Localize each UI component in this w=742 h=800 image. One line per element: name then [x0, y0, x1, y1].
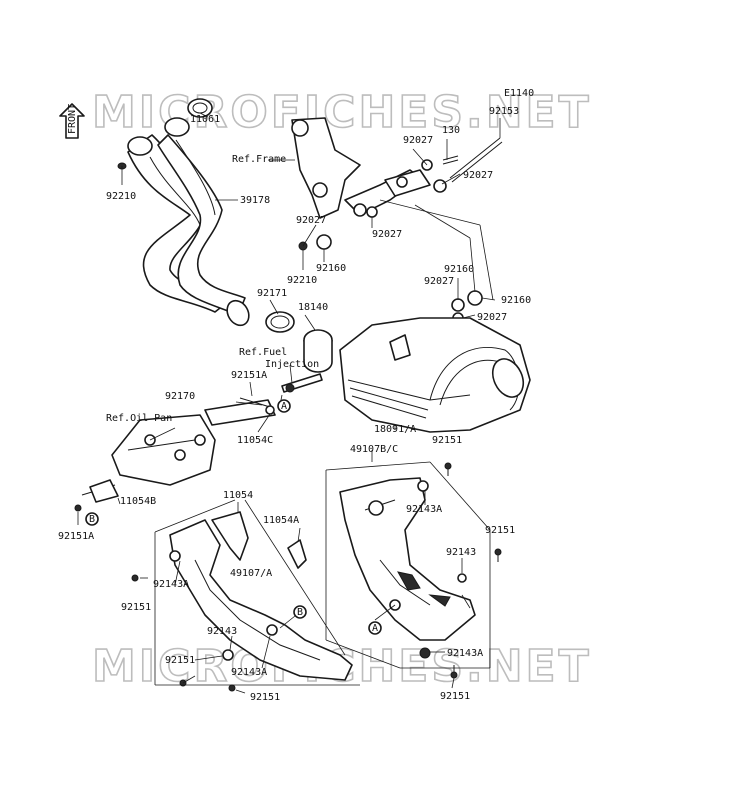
- part-label-92027: 92027: [296, 215, 326, 226]
- front-arrow-icon: FRONT: [59, 103, 85, 139]
- part-label-92160: 92160: [501, 295, 531, 306]
- clamp-92171: [265, 311, 295, 333]
- part-label-92151: 92151: [432, 435, 462, 446]
- svg-text:B: B: [89, 514, 95, 525]
- part-label-92160: 92160: [444, 264, 474, 275]
- part-label-92027: 92027: [424, 276, 454, 287]
- part-label-11054C: 11054C: [237, 435, 273, 446]
- part-label-92143A: 92143A: [406, 504, 442, 515]
- ref-injection-label: Injection: [265, 359, 319, 370]
- part-label-130: 130: [442, 125, 460, 136]
- part-label-92170: 92170: [165, 391, 195, 402]
- ref-frame-label: Ref.Frame: [232, 154, 286, 165]
- part-label-49107BC: 49107B/C: [350, 444, 398, 455]
- sleeve-18140: [303, 329, 333, 373]
- ref-fuel-label: Ref.Fuel: [239, 347, 287, 358]
- part-label-92143A: 92143A: [231, 667, 267, 678]
- part-label-92143A: 92143A: [447, 648, 483, 659]
- marker-a-upper: A: [277, 399, 291, 413]
- part-label-92171: 92171: [257, 288, 287, 299]
- part-label-92151: 92151: [250, 692, 280, 703]
- part-label-92210: 92210: [106, 191, 136, 202]
- part-label-92027: 92027: [463, 170, 493, 181]
- part-label-92151: 92151: [440, 691, 470, 702]
- marker-a-lower: A: [368, 621, 382, 635]
- svg-text:A: A: [281, 401, 287, 412]
- bolt-set: [74, 462, 502, 692]
- part-label-92027: 92027: [477, 312, 507, 323]
- part-label-49107A: 49107/A: [230, 568, 272, 579]
- svg-text:B: B: [297, 607, 303, 618]
- part-label-92151A: 92151A: [231, 370, 267, 381]
- part-label-92027: 92027: [372, 229, 402, 240]
- part-label-92151: 92151: [165, 655, 195, 666]
- part-label-11054A: 11054A: [263, 515, 299, 526]
- part-label-39178: 39178: [240, 195, 270, 206]
- part-label-92143: 92143: [446, 547, 476, 558]
- svg-text:A: A: [372, 623, 378, 634]
- part-label-92143: 92143: [207, 626, 237, 637]
- leader-lines: [77, 112, 501, 694]
- part-label-92143A: 92143A: [153, 579, 189, 590]
- muffler-hanger-hardware: [298, 137, 503, 324]
- diagram-code: E1140: [504, 88, 534, 99]
- exhaust-header-pipe: [127, 117, 250, 327]
- part-label-92210: 92210: [287, 275, 317, 286]
- sensor-part: [281, 373, 323, 393]
- part-label-92027: 92027: [403, 135, 433, 146]
- part-label-92151: 92151: [485, 525, 515, 536]
- part-label-11054: 11054: [223, 490, 253, 501]
- part-label-92151: 92151: [121, 602, 151, 613]
- front-arrow-label: FRONT: [67, 104, 78, 134]
- part-label-18140: 18140: [298, 302, 328, 313]
- ref-oil-pan-label: Ref.Oil Pan: [106, 413, 172, 424]
- part-label-11061: 11061: [190, 114, 220, 125]
- muffler-assembly: [339, 317, 531, 433]
- gasket-11061: [187, 98, 213, 118]
- part-label-92160: 92160: [316, 263, 346, 274]
- part-label-92153: 92153: [489, 106, 519, 117]
- heat-cover-left: [169, 511, 353, 681]
- heat-cover-right: [287, 477, 476, 659]
- marker-b-lower: B: [293, 605, 307, 619]
- oil-pan-assembly: [81, 397, 276, 503]
- part-label-18091A: 18091/A: [374, 424, 416, 435]
- marker-b-left: B: [85, 512, 99, 526]
- part-label-92151A: 92151A: [58, 531, 94, 542]
- part-label-11054B: 11054B: [120, 496, 156, 507]
